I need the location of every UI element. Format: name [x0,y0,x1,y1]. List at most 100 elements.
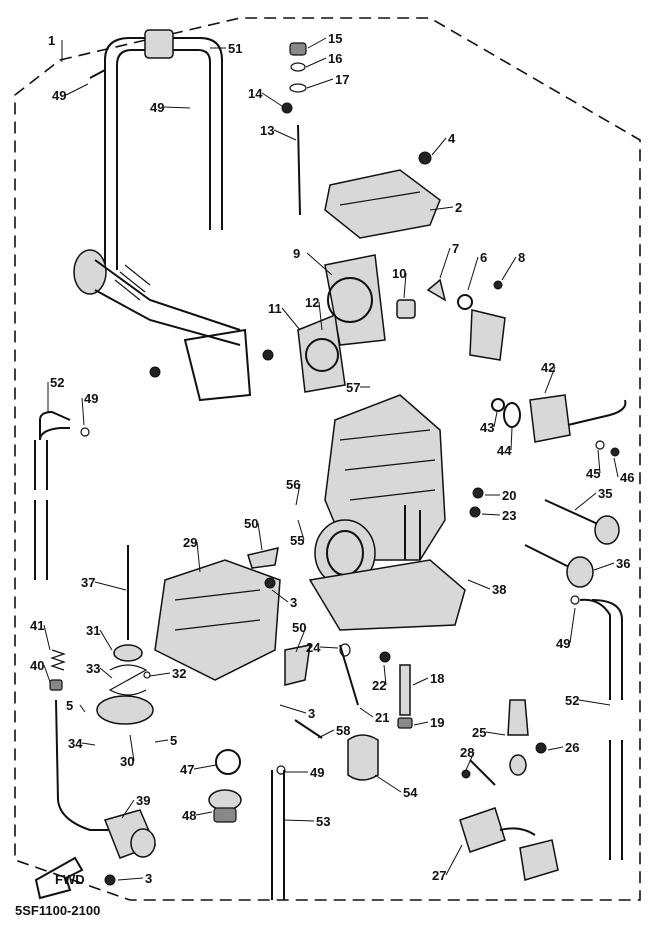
leader-line-54 [374,774,402,793]
leader-line-19 [413,721,429,726]
fwd-arrow: FWD [34,856,85,900]
callout-3-1: 3 [308,706,315,721]
callout-39: 39 [136,793,150,808]
leader-line-46 [613,457,619,478]
leader-line-49 [65,83,89,96]
callout-30: 30 [120,754,134,769]
callout-52: 52 [50,375,64,390]
leader-line-17 [306,78,334,89]
leader-line-50-1 [295,626,307,653]
callout-5-1: 5 [170,733,177,748]
needle-13 [281,42,307,216]
spring-41 [49,649,110,831]
leader-line-43 [493,411,498,428]
callout-23: 23 [502,508,516,523]
callout-49-2: 49 [84,391,98,406]
leader-line-25 [485,731,506,736]
throttle-valve-9 [297,254,416,393]
leader-line-22 [383,664,387,686]
callout-9: 9 [293,246,300,261]
leader-line-3-1 [279,704,307,714]
leader-line-27 [445,844,463,876]
diagram-code: 5SF1100-2100 [15,903,100,918]
callout-28: 28 [460,745,474,760]
callout-41: 41 [30,618,44,633]
callout-42: 42 [541,360,555,375]
leader-line-30 [129,734,135,762]
callout-12: 12 [305,295,319,310]
callout-6: 6 [480,250,487,265]
leader-line-49-2 [81,397,85,426]
leader-line-53 [283,819,315,822]
linkage-parts [426,278,506,361]
callout-49-4: 49 [310,765,324,780]
drain-hose-left [34,410,90,580]
leader-line-49-1 [163,106,191,109]
callout-43: 43 [480,420,494,435]
leader-line-14 [261,92,283,107]
callout-48: 48 [182,808,196,823]
leader-line-58 [317,729,335,739]
leader-line-50 [257,522,263,551]
callout-15: 15 [328,31,342,46]
callout-14: 14 [248,86,263,101]
callout-37: 37 [81,575,95,590]
leader-line-8 [501,256,517,281]
callout-5: 5 [66,698,73,713]
callout-50-1: 50 [292,620,306,635]
jets-assembly [208,643,547,823]
leader-line-15 [307,37,327,49]
leader-line-2 [429,206,454,211]
callout-44: 44 [497,443,512,458]
leader-line-35 [574,492,597,511]
callout-22: 22 [372,678,386,693]
leader-line-18 [412,677,429,686]
leader-line-45 [597,449,601,474]
callout-20: 20 [502,488,516,503]
leader-line-23 [481,513,501,516]
callout-11: 11 [268,301,282,316]
callout-49-1: 49 [150,100,164,115]
callout-50: 50 [244,516,258,531]
callout-27: 27 [432,868,446,883]
callout-17: 17 [335,72,349,87]
leader-line-12 [318,301,323,331]
leader-line-16 [305,57,327,68]
leader-line-5-1 [154,739,169,743]
callout-7: 7 [452,241,459,256]
leader-line-34 [81,742,96,746]
vent-hose-51 [89,29,223,270]
callout-2: 2 [455,200,462,215]
leader-line-24 [319,646,339,649]
leader-line-32 [149,672,171,677]
leader-line-55 [297,519,305,541]
callout-46: 46 [620,470,634,485]
leader-line-39 [121,799,135,819]
callout-3-2: 3 [145,871,152,886]
leader-line-13 [273,129,297,141]
leader-line-10 [403,272,407,299]
drain-hose-right [570,595,623,860]
leader-line-6 [467,256,479,291]
assembly-boundary [14,17,641,901]
leader-line-38 [467,579,491,590]
leader-line-47 [193,764,217,770]
callout-47: 47 [180,762,194,777]
leader-line-56 [295,483,301,506]
float-37 [96,545,154,725]
callout-4: 4 [448,131,456,146]
callout-40: 40 [30,658,44,673]
drain-hose-53 [271,765,286,900]
leader-line-28 [465,751,475,771]
leader-line-3 [271,589,289,603]
choke-cable-39 [103,809,156,886]
callout-53: 53 [316,814,330,829]
leader-line-9 [306,252,333,276]
leader-line-29 [196,541,201,573]
callout-54: 54 [403,785,418,800]
callout-16: 16 [328,51,342,66]
callout-26: 26 [565,740,579,755]
callout-21: 21 [375,710,389,725]
